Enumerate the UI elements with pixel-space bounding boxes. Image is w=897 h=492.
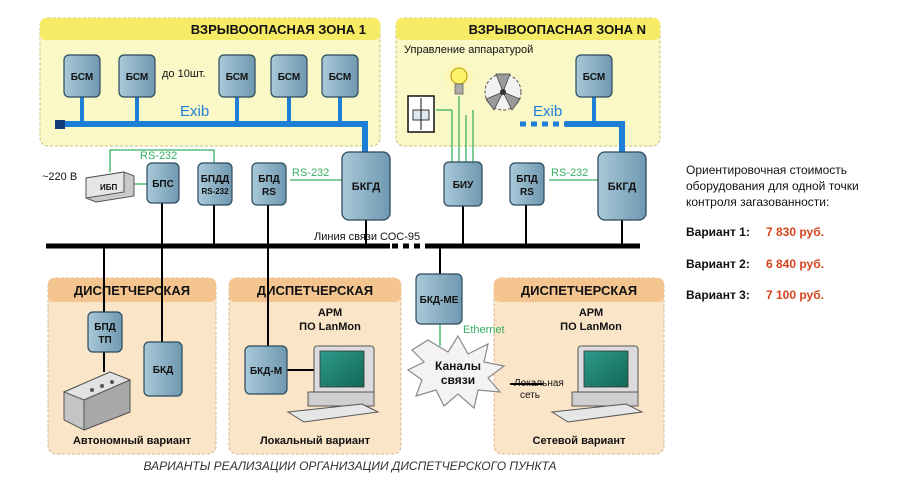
bkgd-label-1: БКГД: [352, 181, 381, 193]
rs232-label-2: RS-232: [292, 167, 329, 179]
cost-line-2: оборудования для одной точки: [686, 179, 859, 193]
dispatch-title-1: ДИСПЕТЧЕРСКАЯ: [74, 283, 190, 298]
variant-3-label: Вариант 3:: [686, 288, 750, 302]
device-bpd-rs-1: БПД RS: [251, 162, 287, 206]
device-bkgd-2: БКГД: [597, 151, 647, 221]
zone1-title: ВЗРЫВООПАСНАЯ ЗОНА 1: [191, 22, 366, 37]
bus-terminator: [55, 120, 65, 129]
device-bkd: БКД: [143, 341, 183, 397]
v220-label: ~220 В: [42, 171, 77, 183]
bpdd-label-1: БПДД: [201, 174, 230, 185]
po-label-network: ПО LanMon: [560, 321, 622, 333]
bps-label: БПС: [152, 179, 174, 190]
local-net-label-2: сеть: [520, 390, 540, 401]
variant-1-price: 7 830 руб.: [766, 225, 824, 239]
bkgd-label-2: БКГД: [608, 181, 637, 193]
device-bsm-2: БСМ: [118, 54, 156, 98]
autonomous-variant-label: Автономный вариант: [73, 435, 192, 447]
exib-label-1: Exib: [180, 103, 209, 120]
biu-label: БИУ: [453, 180, 474, 191]
bkd-label: БКД: [153, 365, 173, 376]
device-bpdd: БПДД RS-232: [197, 162, 233, 206]
exib-label-n: Exib: [533, 103, 562, 120]
bpd-label-2: БПД: [516, 174, 538, 185]
up-to-note: до 10шт.: [162, 68, 206, 80]
bpd-tp-label-1: БПД: [94, 322, 116, 333]
arm-label-local: АРМ: [318, 307, 342, 319]
dispatch-autonomous: ДИСПЕТЧЕРСКАЯ Автономный вариант: [47, 277, 217, 455]
dispatch-title-3: ДИСПЕТЧЕРСКАЯ: [521, 283, 637, 298]
bsm-label-5: БСМ: [329, 72, 351, 83]
device-bpd-rs-2: БПД RS: [509, 162, 545, 206]
device-bsm-n: БСМ: [575, 54, 613, 98]
bkd-m-label: БКД-М: [250, 366, 282, 377]
bpd-label-1: БПД: [258, 174, 280, 185]
device-bpd-tp: БПД ТП: [87, 311, 123, 353]
rs-label-2: RS: [520, 187, 534, 198]
cost-line-1: Ориентировочная стоимость: [686, 163, 847, 177]
control-panel-icon: [62, 371, 132, 431]
rs232-label-3: RS-232: [551, 167, 588, 179]
channels-label-1: Каналы: [435, 359, 481, 373]
hazard-zone-1: ВЗРЫВООПАСНАЯ ЗОНА 1: [39, 17, 381, 147]
variant-2-label: Вариант 2:: [686, 257, 750, 271]
device-bsm-1: БСМ: [63, 54, 101, 98]
bsm-label-1: БСМ: [71, 72, 93, 83]
bkd-me-label: БКД-МЕ: [420, 295, 459, 306]
bpd-tp-label-2: ТП: [98, 335, 111, 346]
device-bsm-5: БСМ: [321, 54, 359, 98]
variant-2-price: 6 840 руб.: [766, 257, 824, 271]
diagram-caption: ВАРИАНТЫ РЕАЛИЗАЦИИ ОРГАНИЗАЦИИ ДИСПЕТЧЕ…: [144, 459, 557, 473]
po-label-local: ПО LanMon: [299, 321, 361, 333]
exib-bus-1: [60, 96, 368, 158]
green-wires: [109, 96, 600, 346]
channels-label-2: связи: [441, 373, 475, 387]
computer-icon-local: [286, 345, 380, 423]
device-ups: ИБП: [85, 171, 135, 203]
device-bkgd-1: БКГД: [341, 151, 391, 221]
hazard-zone-n: ВЗРЫВООПАСНАЯ ЗОНА N Управление аппарату…: [395, 17, 661, 147]
dispatch-title-2: ДИСПЕТЧЕРСКАЯ: [257, 283, 373, 298]
network-variant-label: Сетевой вариант: [533, 435, 627, 447]
rs232-label-1: RS-232: [140, 150, 177, 162]
variant-1-label: Вариант 1:: [686, 225, 750, 239]
device-bkd-m: БКД-М: [244, 345, 288, 395]
computer-icon-network: [550, 345, 644, 423]
valve-icon: [407, 95, 435, 133]
equipment-control-label: Управление аппаратурой: [404, 44, 533, 56]
device-bkd-me: БКД-МЕ: [415, 273, 463, 325]
rs-label-1: RS: [262, 187, 276, 198]
bpdd-label-2: RS-232: [201, 187, 229, 196]
device-bsm-4: БСМ: [270, 54, 308, 98]
ups-label: ИБП: [100, 183, 118, 192]
channels-burst: Каналы связи: [406, 334, 506, 410]
cost-info: Ориентировочная стоимость оборудования д…: [686, 163, 859, 302]
cost-line-3: контроля загазованности:: [686, 195, 829, 209]
zoneN-title: ВЗРЫВООПАСНАЯ ЗОНА N: [469, 22, 646, 37]
bsm-label-3: БСМ: [226, 72, 248, 83]
device-bsm-3: БСМ: [218, 54, 256, 98]
local-net-label-1: Локальная: [514, 378, 564, 389]
soc-line-label: Линия связи СОС-95: [314, 231, 420, 243]
arm-label-network: АРМ: [579, 307, 603, 319]
variant-3-price: 7 100 руб.: [766, 288, 824, 302]
fan-icon: [484, 73, 522, 111]
device-biu: БИУ: [443, 161, 483, 207]
bsm-label-4: БСМ: [278, 72, 300, 83]
lamp-icon: [445, 64, 473, 95]
ethernet-label: Ethernet: [463, 324, 505, 336]
bsm-label-n: БСМ: [583, 72, 605, 83]
bsm-label-2: БСМ: [126, 72, 148, 83]
local-variant-label: Локальный вариант: [260, 435, 371, 447]
device-bps: БПС: [146, 162, 180, 204]
